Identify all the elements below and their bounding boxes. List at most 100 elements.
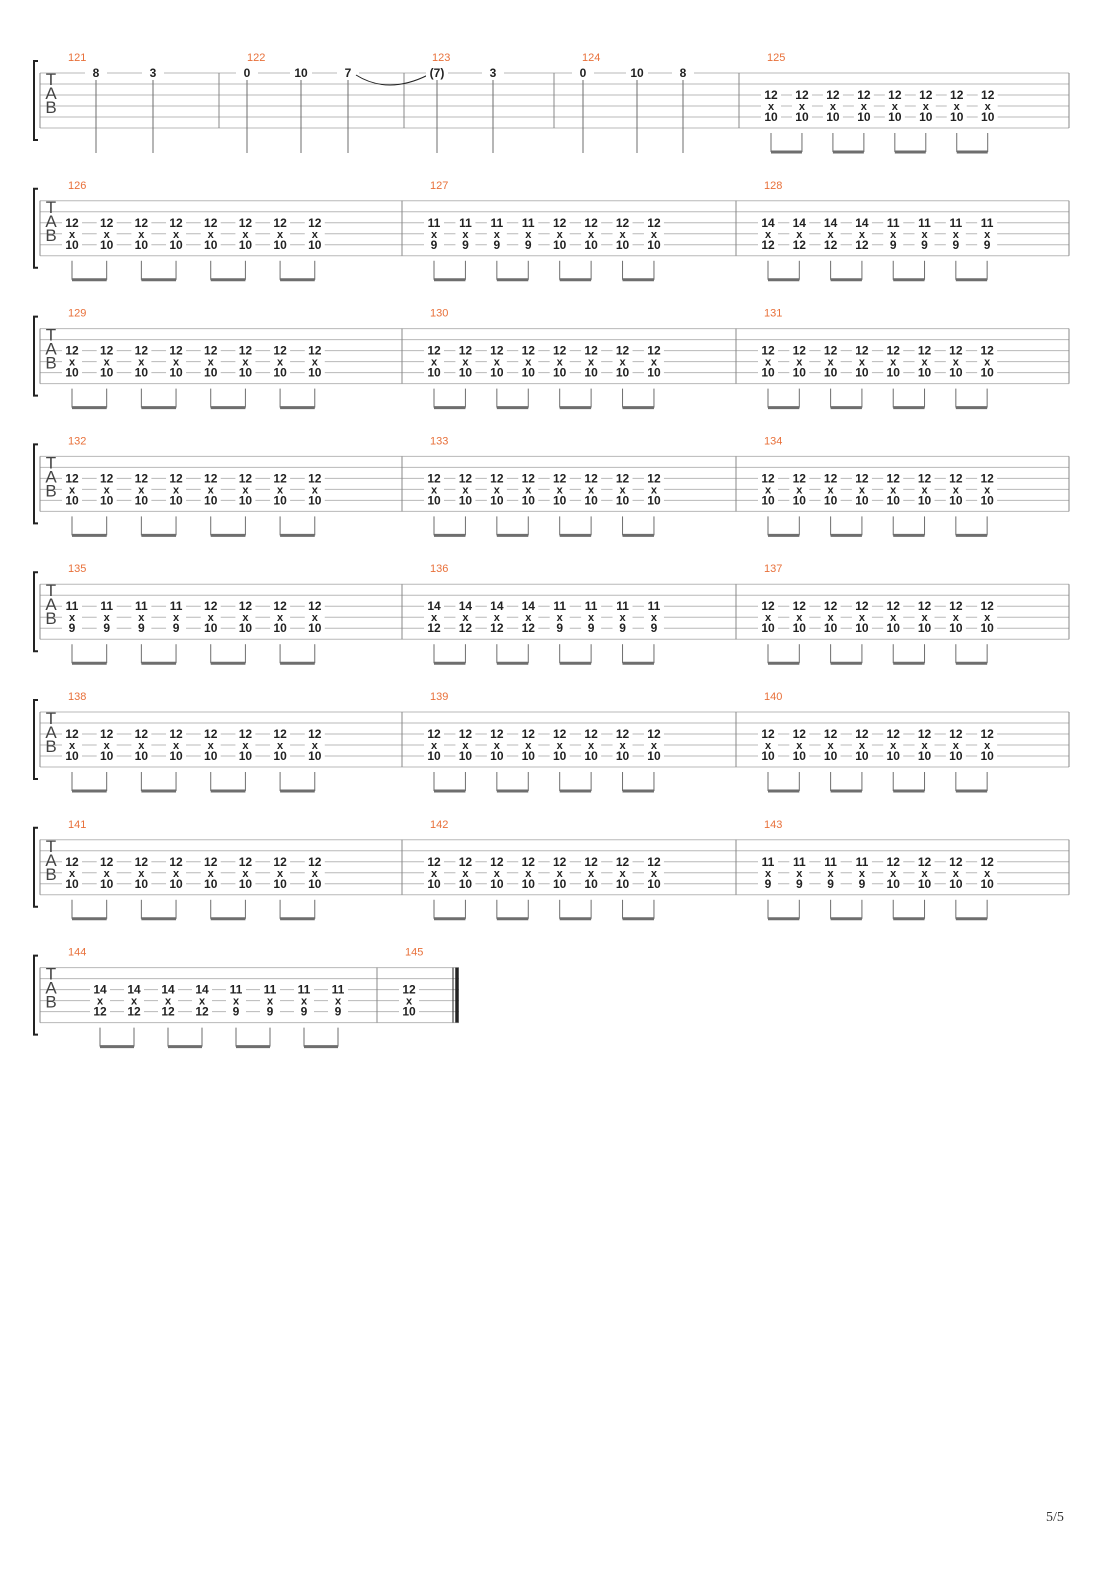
fret-bg [131,739,152,751]
fret-number: 10 [584,877,598,891]
muted-note: x [557,484,564,496]
fret-bg [761,89,781,101]
tab-clef-letter: T [46,837,56,856]
fret-number: 10 [888,110,902,124]
fret-bg [304,611,325,624]
fret-bg [946,89,967,101]
fret-bg [914,877,935,890]
tab-clef-letter: B [45,609,56,628]
muted-note: x [242,357,249,369]
fret-bg [581,866,602,879]
fret-bg [399,983,419,996]
fret-bg [294,983,314,996]
fret-bg [945,483,966,496]
fret-number: 12 [273,855,287,869]
fret-bg [883,739,904,751]
muted-note: x [138,484,145,496]
fret-bg [851,344,872,357]
tab-clef-letter: A [45,84,57,103]
fret-bg [851,877,872,890]
muted-note: x [953,740,960,752]
fret-number: 10 [135,749,149,763]
fret-bg [518,494,539,507]
fret-bg [200,739,221,751]
fret-bg [612,227,633,240]
fret-bg [977,238,998,251]
fret-number: 12 [764,88,778,102]
fret-bg [789,494,810,507]
muted-note: x [921,868,928,880]
fret-number: 10 [239,366,253,380]
fret-bg [612,344,633,357]
muted-note: x [173,740,180,752]
fret-bg [883,216,904,229]
muted-note: x [525,740,532,752]
muted-note: x [619,612,626,624]
muted-note: x [494,868,501,880]
fret-bg [977,750,998,762]
fret-bg [581,622,602,635]
fret-number: 12 [918,344,932,358]
fret-bg [945,216,966,229]
fret-bg [612,622,633,635]
muted-note: x [69,740,76,752]
fret-bg [304,494,325,507]
muted-note: x [921,740,928,752]
fret-number: 10 [980,877,994,891]
fret-bg [789,622,810,635]
fret-bg [518,366,539,379]
fret-bg [226,994,246,1007]
fret-number: 10 [761,749,775,763]
fret-number: 11 [522,216,535,230]
muted-note: x [765,740,772,752]
fret-bg [581,216,602,229]
fret-bg [424,227,444,240]
fret-number: 10 [949,366,963,380]
fret-bg [486,227,507,240]
fret-number: 14 [93,983,107,997]
fret-number: 10 [459,493,473,507]
measure-number: 143 [764,819,782,831]
fret-bg [518,472,539,485]
measure-number: 138 [68,691,86,703]
fret-bg [549,355,570,368]
fret-number: 10 [204,749,218,763]
muted-note: x [525,484,532,496]
fret-bg [124,983,144,996]
fret-bg [945,611,966,624]
muted-note: x [588,612,595,624]
fret-number: 10 [949,877,963,891]
muted-note: x [242,484,249,496]
fret-bg [758,216,778,229]
fret-number: 10 [855,749,869,763]
muted-note: x [312,740,319,752]
fret-number: 10 [761,366,775,380]
fret-bg [758,611,778,624]
muted-note: x [768,101,775,113]
muted-note: x [859,357,866,369]
fret-bg [235,611,256,624]
fret-bg [851,750,872,762]
fret-bg [235,866,256,879]
fret-bg [96,216,117,229]
fret-bg [549,483,570,496]
fret-bg [820,344,841,357]
system-bracket [33,954,38,1036]
fret-number: 10 [239,493,253,507]
fret-bg [518,227,539,240]
muted-note: x [651,868,658,880]
